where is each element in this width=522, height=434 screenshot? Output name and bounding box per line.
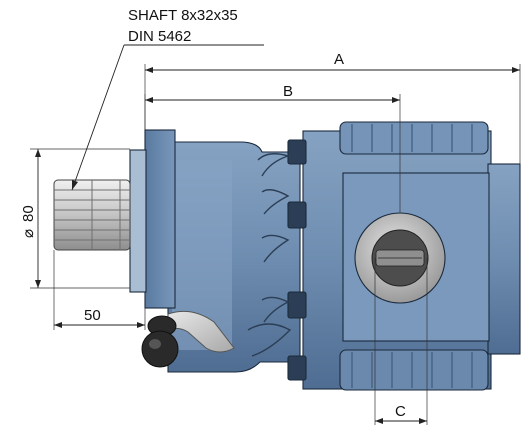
dimension-b: B (144, 83, 401, 213)
shaft-note-line2: DIN 5462 (128, 28, 191, 45)
mounting-flange (144, 129, 176, 309)
dimension-diameter: ⌀ 80 (20, 148, 130, 289)
dimension-b-label: B (283, 83, 293, 100)
shaft-note: SHAFT 8x32x35 DIN 5462 (71, 7, 264, 191)
head-top-fins (339, 121, 489, 155)
housing-bolts (287, 139, 307, 381)
drain-hose (141, 310, 235, 368)
diameter-value: 80 (20, 205, 37, 222)
shaft-note-leader (71, 44, 125, 191)
dimension-a-label: A (334, 51, 344, 68)
housing-ribs (247, 153, 292, 357)
shaft-note-line1: SHAFT 8x32x35 (128, 7, 238, 24)
head-bottom-fins (339, 349, 489, 391)
port-fitting (354, 212, 446, 304)
pump-body (129, 121, 521, 391)
spline-shaft (53, 179, 131, 251)
dimension-shaft-length: 50 (53, 250, 146, 330)
diameter-symbol: ⌀ (20, 229, 37, 238)
shaft-length-label: 50 (84, 307, 101, 324)
dimension-c-label: C (395, 403, 406, 420)
dimension-c: C (374, 258, 428, 425)
head-right-protrusion (487, 163, 521, 355)
